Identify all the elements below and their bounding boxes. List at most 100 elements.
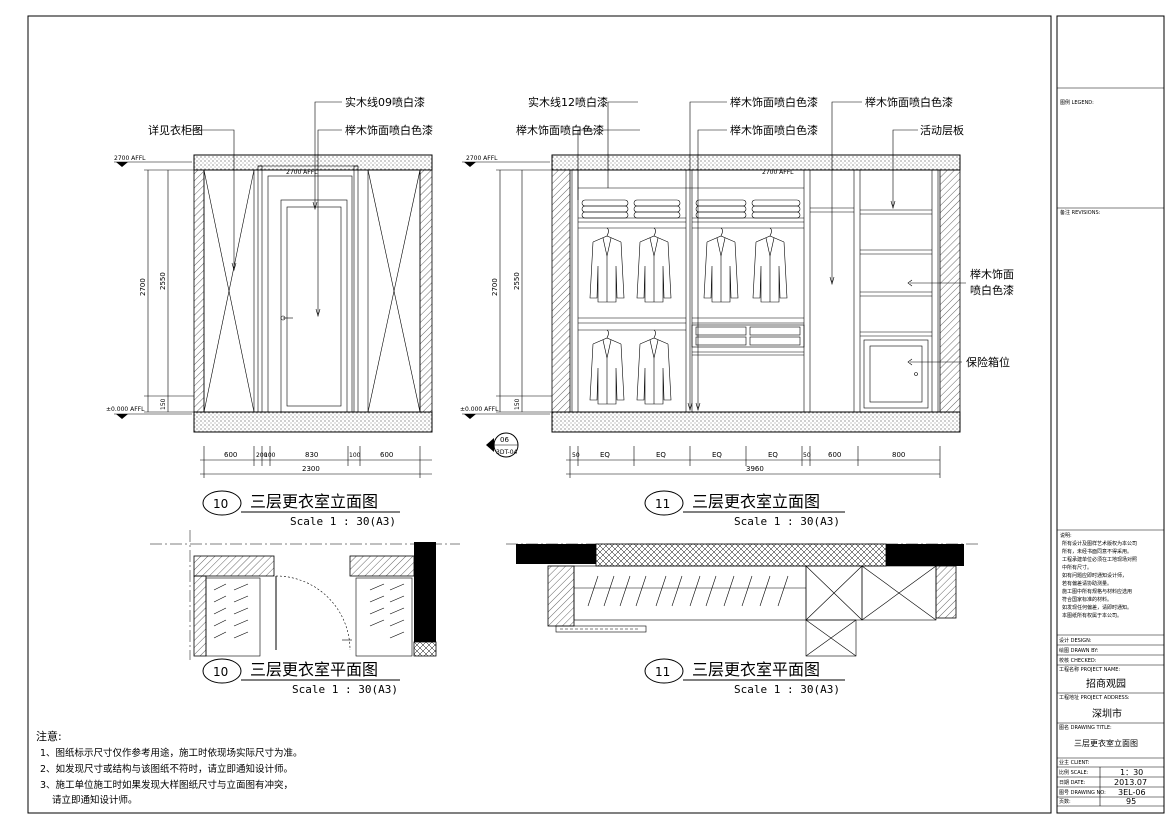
tb-checked: 校核 CHECKED: xyxy=(1059,657,1097,664)
plan10-scale: Scale 1 : 30(A3) xyxy=(292,683,398,696)
notes-heading: 注意: xyxy=(36,729,62,743)
label-beech-side-1: 榉木饰面 xyxy=(970,267,1014,281)
dim-h-50a: 50 xyxy=(572,452,580,459)
note-2: 2、如发现尺寸或结构与该图纸不符时，请立即通知设计师。 xyxy=(40,763,293,775)
elev11-title: 三层更衣室立面图 xyxy=(692,492,820,511)
dim-v-2550-11: 2550 xyxy=(513,272,521,290)
section-marker-num: 06 xyxy=(500,436,509,444)
plan-10: 10 三层更衣室平面图 Scale 1 : 30(A3) xyxy=(150,530,460,696)
dim-h-eq3: EQ xyxy=(712,451,722,459)
dim-h-600b: 600 xyxy=(380,451,393,459)
dim-h-50b: 50 xyxy=(803,452,811,459)
label-solid-wood-12: 实木线12喷白漆 xyxy=(528,95,608,109)
section-marker-ref: 3DT-04 xyxy=(496,449,518,456)
dim-h-600a: 600 xyxy=(224,451,237,459)
label-safe-position: 保险箱位 xyxy=(966,355,1010,369)
tb-remark-8: 如发现任何偏差，请即时通知。 xyxy=(1062,604,1132,611)
tb-remark-3: 中所有尺寸。 xyxy=(1062,564,1092,571)
tb-project-name-label: 工程名称 PROJECT NAME: xyxy=(1059,666,1120,673)
plan10-title: 三层更衣室平面图 xyxy=(250,660,378,679)
tb-remark-6: 施工图中所有规格与材料应选用 xyxy=(1062,588,1132,595)
tb-scale: 1：30 xyxy=(1120,768,1143,777)
elev11-number: 11 xyxy=(655,497,670,511)
plan11-scale: Scale 1 : 30(A3) xyxy=(734,683,840,696)
level-inner-top-11: 2700 AFFL xyxy=(762,169,794,176)
dim-h-800: 800 xyxy=(892,451,905,459)
level-top: 2700 AFFL xyxy=(114,155,146,162)
dim-h-200: 200 xyxy=(256,452,268,459)
tb-revisions: 备注 REVISIONS: xyxy=(1060,209,1101,216)
tb-legend: 图例 LEGEND: xyxy=(1060,99,1094,106)
tb-date: 2013.07 xyxy=(1114,778,1147,787)
tb-design: 设计 DESIGN: xyxy=(1059,637,1092,644)
dim-h-eq4: EQ xyxy=(768,451,778,459)
tb-scale-label: 比例 SCALE: xyxy=(1059,769,1089,776)
tb-remark-9: 本图纸所有权属于本公司。 xyxy=(1062,612,1122,619)
elev10-number: 10 xyxy=(213,497,228,511)
dim-h-100a: 100 xyxy=(264,452,276,459)
tb-project-name: 招商观园 xyxy=(1086,677,1126,690)
plan11-number: 11 xyxy=(655,665,670,679)
title-block: 图例 LEGEND: 备注 REVISIONS: 说明: 所有设计及图样艺术版权… xyxy=(1057,87,1164,807)
notes-block: 注意: 1、图纸标示尺寸仅作参考用途，施工时依现场实际尺寸为准。 2、如发现尺寸… xyxy=(36,729,303,806)
note-4: 请立即通知设计师。 xyxy=(52,794,138,806)
tb-drawing-title-label: 图名 DRAWING TITLE: xyxy=(1059,724,1112,731)
note-3: 3、施工单位施工时如果发现大样图纸尺寸与立面图有冲突， xyxy=(40,779,293,791)
level-floor: ±0.000 AFFL xyxy=(106,406,145,413)
tb-page: 95 xyxy=(1126,797,1136,806)
tb-remark-5: 若有偏差请协助测量。 xyxy=(1062,580,1112,587)
label-movable-shelf: 活动层板 xyxy=(920,123,964,137)
tb-remark-7: 符合国家标准的材料。 xyxy=(1062,596,1112,603)
tb-drawn-by: 绘图 DRAWN BY: xyxy=(1059,647,1099,654)
tb-remark-2: 工程承建单位必须在工地现场对照 xyxy=(1062,556,1137,563)
tb-drawing-no-label: 图号 DRAWING NO: xyxy=(1059,790,1106,796)
elevation-10: 详见衣柜图 实木线09喷白漆 榉木饰面喷白色漆 2700 AFFL 2700 A… xyxy=(106,95,433,528)
tb-page-label: 页数: xyxy=(1059,798,1071,805)
level-door-top: 2700 AFFL xyxy=(286,169,318,176)
tb-drawing-no: 3EL-06 xyxy=(1118,788,1146,797)
tb-client-label: 业主 CLIENT: xyxy=(1059,759,1090,766)
dim-h-600: 600 xyxy=(828,451,841,459)
tb-remarks-heading: 说明: xyxy=(1060,532,1072,539)
label-beech-mid-2: 榉木饰面喷白色漆 xyxy=(730,123,818,137)
label-solid-wood-09: 实木线09喷白漆 xyxy=(345,95,425,109)
dim-v-2550: 2550 xyxy=(159,272,167,290)
tb-project-address-label: 工程地址 PROJECT ADDRESS: xyxy=(1059,694,1130,701)
sheet-border xyxy=(27,15,1052,814)
level-floor-11: ±0.000 AFFL xyxy=(460,406,499,413)
dim-v-150: 150 xyxy=(160,398,167,410)
level-top-11: 2700 AFFL xyxy=(466,155,498,162)
label-beech-mid-1: 榉木饰面喷白色漆 xyxy=(730,95,818,109)
tb-drawing-title: 三层更衣室立面图 xyxy=(1074,738,1138,748)
tb-project-address: 深圳市 xyxy=(1092,707,1122,720)
note-1: 1、图纸标示尺寸仅作参考用途，施工时依现场实际尺寸为准。 xyxy=(40,747,303,759)
label-beech-white: 榉木饰面喷白色漆 xyxy=(345,123,433,137)
dim-v-2700-11: 2700 xyxy=(491,278,499,296)
tb-remark-4: 如有问题应即时通知设计师， xyxy=(1062,572,1127,579)
dim-h-100b: 100 xyxy=(349,452,361,459)
tb-remark-1: 所有，未经书面同意不得采用。 xyxy=(1062,548,1132,555)
tb-remark-0: 所有设计及图样艺术版权为本公司 xyxy=(1062,540,1137,547)
dim-h-eq2: EQ xyxy=(656,451,666,459)
label-beech-left: 榉木饰面喷白色漆 xyxy=(516,123,604,137)
dim-h-eq1: EQ xyxy=(600,451,610,459)
plan11-title: 三层更衣室平面图 xyxy=(692,660,820,679)
title-block-border xyxy=(1056,15,1165,814)
elev10-scale: Scale 1 : 30(A3) xyxy=(290,515,396,528)
dim-h-total: 2300 xyxy=(302,465,320,473)
elev10-title: 三层更衣室立面图 xyxy=(250,492,378,511)
elev11-scale: Scale 1 : 30(A3) xyxy=(734,515,840,528)
plan10-number: 10 xyxy=(213,665,228,679)
elevation-11: 实木线12喷白漆 榉木饰面喷白色漆 榉木饰面喷白色漆 榉木饰面喷白色漆 榉木饰面… xyxy=(460,95,1014,528)
dim-h-830: 830 xyxy=(305,451,318,459)
label-beech-side-2: 喷白色漆 xyxy=(970,283,1014,297)
dim-v-2700: 2700 xyxy=(139,278,147,296)
plan-11: 11 三层更衣室平面图 Scale 1 : 30(A3) xyxy=(506,543,980,696)
dim-h-total-11: 3960 xyxy=(746,465,764,473)
label-beech-right: 榉木饰面喷白色漆 xyxy=(865,95,953,109)
dim-v-150-11: 150 xyxy=(514,398,521,410)
label-wardrobe-detail: 详见衣柜图 xyxy=(148,123,203,137)
tb-date-label: 日期 DATE: xyxy=(1059,780,1086,786)
